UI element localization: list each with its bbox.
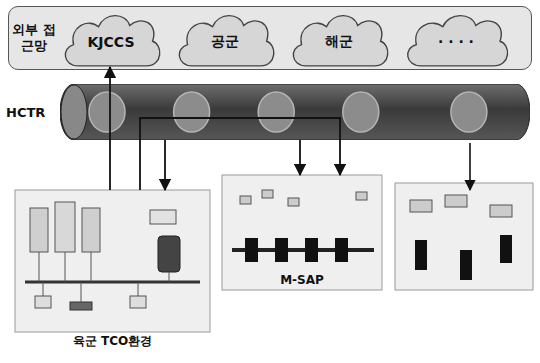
- cylinder-outline: [60, 84, 530, 140]
- node-label: 외부 접근망: [11, 22, 57, 55]
- environment-panel: M-SAP: [222, 175, 382, 290]
- network-name: KJCCS: [88, 34, 135, 50]
- rect-shape: [240, 196, 251, 204]
- rect-shape: [500, 235, 512, 263]
- cloud-path: [408, 16, 508, 66]
- node-port: [258, 92, 294, 132]
- rect-shape: [335, 238, 348, 262]
- node-port: [343, 92, 379, 132]
- cylinder-end: [61, 85, 87, 139]
- access-network-band: 외부 접근망 KJCCS 공군 해군 · · · ·: [8, 6, 532, 70]
- rect-shape: [288, 198, 299, 206]
- network-cloud: KJCCS: [59, 11, 163, 67]
- line-shape: [39, 252, 40, 282]
- node-port: [451, 92, 487, 132]
- line-shape: [138, 282, 139, 296]
- backbone-cylinder: HCTR: [60, 84, 530, 140]
- line-shape: [43, 282, 44, 296]
- rect-shape: [410, 200, 432, 212]
- line-shape: [91, 252, 92, 282]
- rect-shape: [158, 236, 180, 272]
- line-shape: [25, 281, 200, 284]
- node-port: [174, 92, 210, 132]
- rect-shape: [445, 195, 467, 207]
- rect-shape: [35, 296, 51, 308]
- panel-ground: [395, 183, 533, 290]
- panel-ground: [15, 190, 210, 332]
- cloud-path: [65, 16, 159, 66]
- flow-arrow: [164, 140, 166, 190]
- line-shape: [65, 252, 66, 282]
- rect-shape: [130, 296, 146, 308]
- network-cloud: · · · ·: [401, 11, 511, 67]
- rect-shape: [305, 238, 318, 262]
- rect-shape: [275, 238, 288, 262]
- rect-shape: [415, 240, 427, 270]
- rect-shape: [150, 210, 176, 224]
- network-cloud: 해군: [287, 11, 391, 67]
- environment-panel: 육군 TCO환경: [15, 190, 210, 332]
- army-network: [25, 202, 200, 310]
- rect-shape: [356, 192, 367, 200]
- rect-shape: [245, 238, 258, 262]
- flow-arrow: [109, 67, 111, 190]
- line-shape: [81, 282, 82, 302]
- cloud-path: [293, 16, 387, 66]
- node-label: 육군 TCO환경: [73, 333, 152, 350]
- line-shape: [469, 143, 471, 190]
- rect-shape: [460, 250, 472, 280]
- rect-shape: [30, 208, 48, 252]
- rect-shape: [262, 190, 273, 198]
- node-label: M-SAP: [280, 273, 324, 287]
- panel-ground: [222, 175, 382, 290]
- network-name: · · · ·: [438, 34, 474, 50]
- msap-rack-row: [232, 190, 374, 262]
- node-label: HCTR: [6, 105, 45, 120]
- rect-shape: [55, 202, 75, 252]
- other-systems: [410, 143, 512, 280]
- flow-arrow: [140, 118, 340, 190]
- network-name: 해군: [325, 33, 353, 51]
- rect-shape: [490, 205, 512, 217]
- rect-shape: [82, 208, 100, 252]
- line-shape: [169, 272, 170, 282]
- network-cloud: 공군: [173, 11, 277, 67]
- flow-arrow: [299, 140, 301, 175]
- node-port: [89, 92, 125, 132]
- rect-shape: [70, 302, 92, 310]
- cloud-path: [179, 16, 273, 66]
- cylinder-body: [60, 84, 530, 140]
- network-name: 공군: [211, 33, 239, 51]
